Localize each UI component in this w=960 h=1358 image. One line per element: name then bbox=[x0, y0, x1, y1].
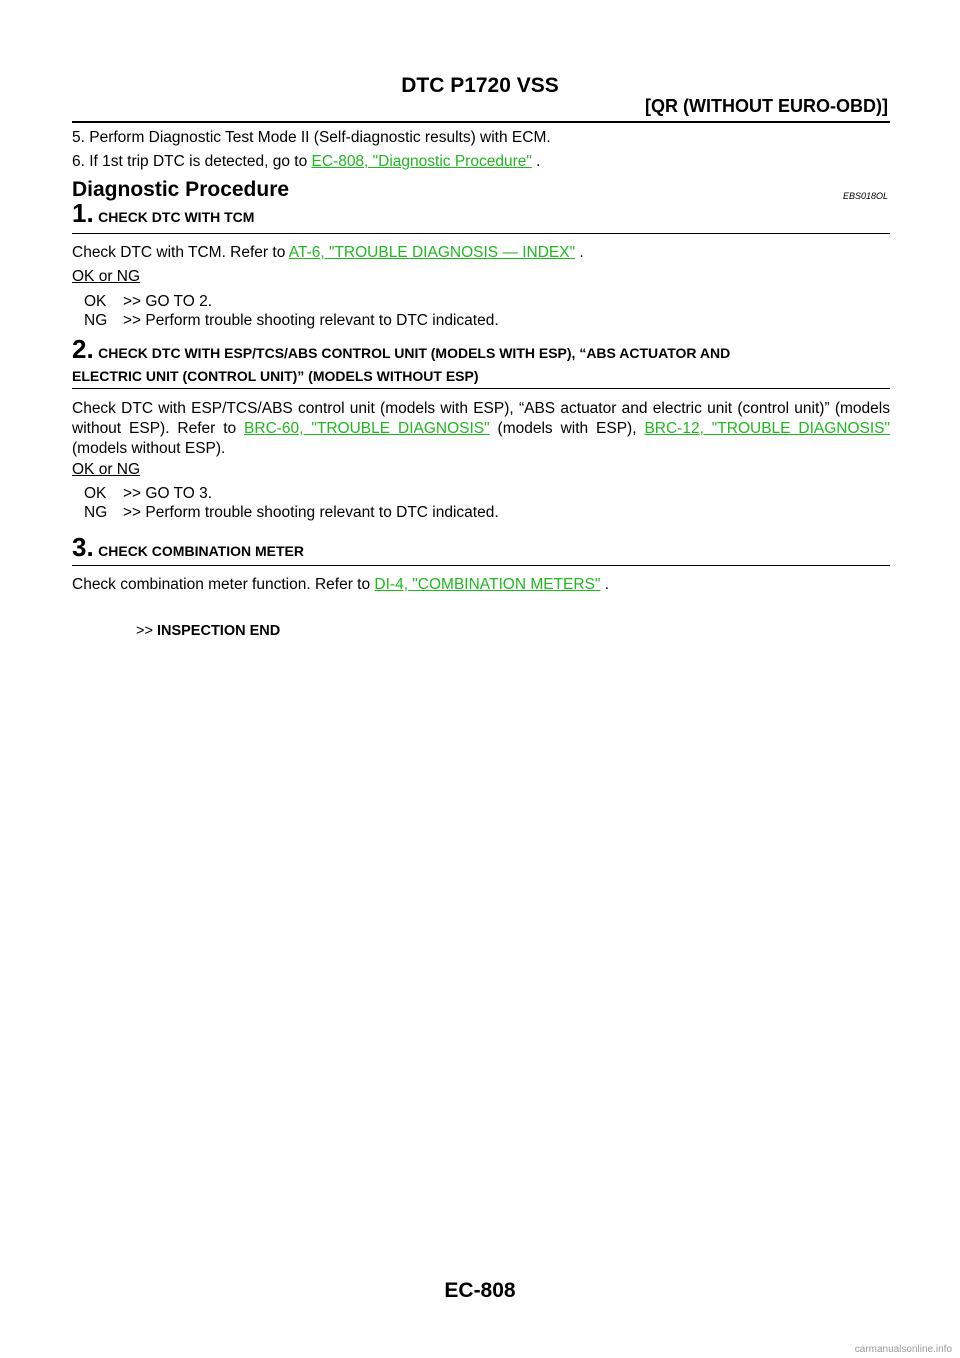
step-3-text-suffix: . bbox=[600, 576, 610, 593]
step-2-ok-option: OK >> GO TO 3. bbox=[84, 484, 212, 503]
intro-item-6-suffix: . bbox=[531, 153, 541, 170]
step-3-title: CHECK COMBINATION METER bbox=[98, 543, 304, 559]
step-1-heading: 1. CHECK DTC WITH TCM bbox=[72, 198, 254, 229]
step-2-title-line-2: ELECTRIC UNIT (CONTROL UNIT)” (MODELS WI… bbox=[72, 368, 479, 384]
step-3-number: 3. bbox=[72, 532, 94, 562]
ng-value: >> Perform trouble shooting relevant to … bbox=[123, 312, 499, 329]
intro-item-5: 5. Perform Diagnostic Test Mode II (Self… bbox=[72, 129, 551, 146]
link-di-4[interactable]: DI-4, "COMBINATION METERS" bbox=[374, 576, 601, 593]
header-divider bbox=[72, 121, 890, 123]
step-1-divider bbox=[72, 233, 890, 234]
step-2-ng-option: NG >> Perform trouble shooting relevant t… bbox=[84, 503, 499, 522]
step-2-ok-or-ng: OK or NG bbox=[72, 461, 141, 478]
step-2-text: Check DTC with ESP/TCS/ABS control unit … bbox=[72, 399, 890, 459]
step-1-text-prefix: Check DTC with TCM. Refer to bbox=[72, 244, 289, 261]
step-3-heading: 3. CHECK COMBINATION METER bbox=[72, 532, 304, 563]
step-2-text-b: (models with ESP), bbox=[489, 420, 645, 437]
page-title: DTC P1720 VSS bbox=[401, 74, 559, 97]
step-1-ng-option: NG >> Perform trouble shooting relevant t… bbox=[84, 311, 499, 330]
step-3-text: Check combination meter function. Refer … bbox=[72, 575, 609, 595]
inspection-end-text: INSPECTION END bbox=[156, 623, 281, 639]
step-1-title: CHECK DTC WITH TCM bbox=[98, 209, 255, 225]
inspection-end: >> INSPECTION END bbox=[136, 621, 280, 641]
step-2-text-a: Check DTC with ESP/TCS/ABS control unit … bbox=[72, 400, 890, 437]
diagnostic-procedure-title: Diagnostic Procedure bbox=[72, 178, 290, 201]
step-1-ok-or-ng: OK or NG bbox=[72, 268, 141, 285]
inspection-end-prefix: >> bbox=[136, 623, 153, 639]
ok-key: OK bbox=[84, 485, 107, 502]
step-2-text-c: (models without ESP). bbox=[72, 440, 226, 457]
step-2-heading: 2. CHECK DTC WITH ESP/TCS/ABS CONTROL UN… bbox=[72, 334, 730, 365]
link-brc-12[interactable]: BRC-12, "TROUBLE DIAGNOSIS" bbox=[644, 420, 891, 437]
step-3-divider bbox=[72, 565, 890, 566]
step-2-divider bbox=[72, 388, 890, 389]
step-2-number: 2. bbox=[72, 334, 94, 364]
intro-item-6-prefix: 6. If 1st trip DTC is detected, go to bbox=[72, 153, 312, 170]
ng-key: NG bbox=[84, 312, 108, 329]
link-brc-60[interactable]: BRC-60, "TROUBLE DIAGNOSIS" bbox=[244, 420, 490, 437]
ok-value: >> GO TO 3. bbox=[123, 485, 213, 502]
procedure-code: EBS018OL bbox=[842, 191, 888, 201]
step-1-text: Check DTC with TCM. Refer to AT-6, "TROU… bbox=[72, 243, 584, 263]
step-1-ok-option: OK >> GO TO 2. bbox=[84, 292, 212, 311]
section-header: [QR (WITHOUT EURO-OBD)] bbox=[645, 96, 888, 116]
link-ec-808[interactable]: EC-808, "Diagnostic Procedure" bbox=[311, 153, 532, 170]
step-1-number: 1. bbox=[72, 198, 94, 228]
step-1-text-suffix: . bbox=[575, 244, 584, 261]
link-at-6[interactable]: AT-6, "TROUBLE DIAGNOSIS — INDEX" bbox=[288, 244, 576, 261]
step-3-text-prefix: Check combination meter function. Refer … bbox=[72, 576, 375, 593]
page-number: EC-808 bbox=[444, 1279, 516, 1302]
ok-key: OK bbox=[84, 293, 107, 310]
step-2-title-line-1: CHECK DTC WITH ESP/TCS/ABS CONTROL UNIT … bbox=[98, 345, 731, 361]
ok-value: >> GO TO 2. bbox=[123, 293, 213, 310]
watermark: carmanualsonline.info bbox=[854, 1344, 952, 1355]
ng-value: >> Perform trouble shooting relevant to … bbox=[123, 504, 499, 521]
ng-key: NG bbox=[84, 504, 108, 521]
intro-item-6: 6. If 1st trip DTC is detected, go to EC… bbox=[72, 152, 541, 172]
